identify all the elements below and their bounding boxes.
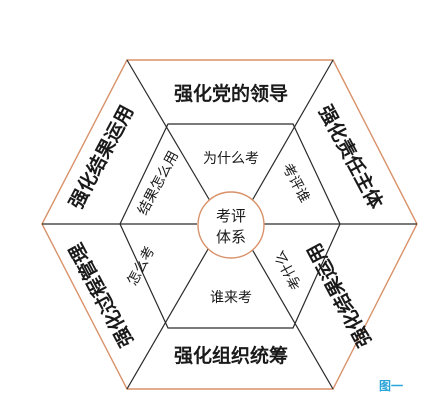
- center-label-line1: 考评: [216, 207, 246, 225]
- outer-label-upper-left: 强化结果运用: [64, 101, 138, 212]
- inner-label-bottom: 谁来考: [210, 290, 252, 306]
- outer-label-top: 强化党的领导: [174, 82, 288, 105]
- outer-label-lower-left: 强化过程管理: [64, 239, 138, 350]
- inner-label-upper-right: 考评谁: [279, 161, 313, 206]
- radial-dividers: [42, 59, 417, 390]
- inner-label-lower-right: 考什么: [272, 248, 306, 293]
- figure-caption: 图一: [379, 379, 404, 393]
- outer-label-lower-right: 强化结果运用: [302, 239, 376, 350]
- center-label-line2: 体系: [216, 228, 246, 246]
- inner-label-upper-left: 结果怎么用: [135, 148, 182, 217]
- outer-label-bottom: 强化组织统筹: [174, 344, 288, 367]
- inner-label-lower-left: 怎么考: [125, 244, 159, 289]
- inner-label-top: 为什么考: [203, 151, 259, 167]
- center-circle: [197, 191, 265, 259]
- outer-label-upper-right: 强化责任主体: [314, 101, 388, 213]
